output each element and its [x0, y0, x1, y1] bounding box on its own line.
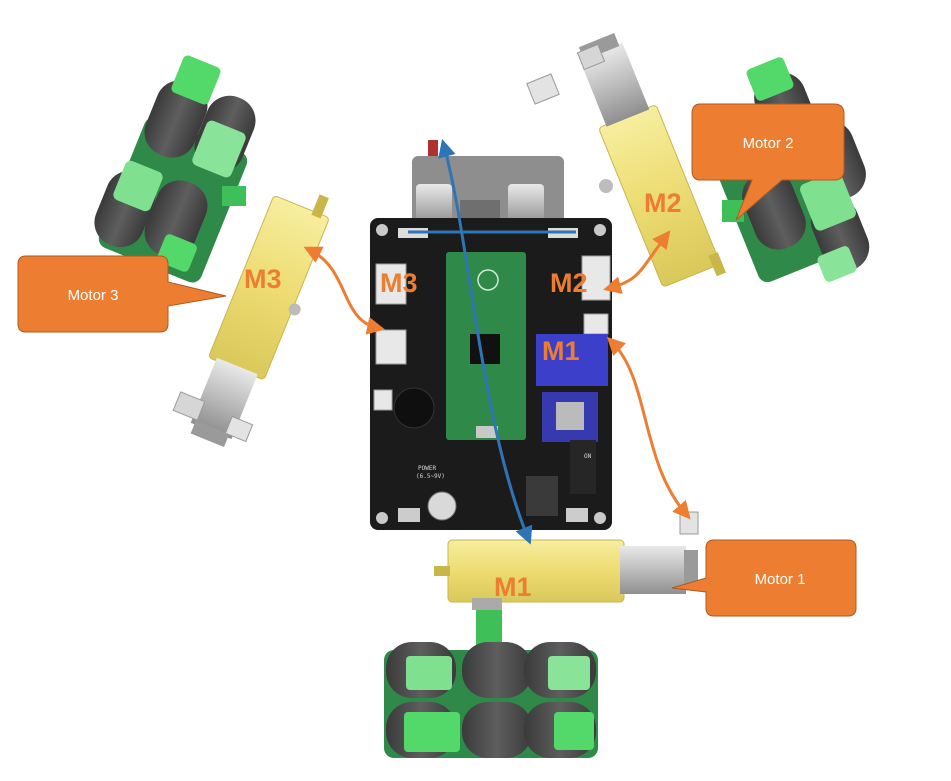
callout-motor-2-text: Motor 2 — [743, 135, 794, 152]
battery-box — [412, 140, 564, 228]
callout-motor-1-text: Motor 1 — [755, 571, 806, 588]
motor-label-m1: M1 — [494, 572, 532, 602]
port-label-m1: M1 — [542, 336, 580, 366]
board-text-on: ON — [584, 453, 592, 460]
motor-m1 — [434, 540, 698, 610]
motor-label-m2: M2 — [644, 188, 682, 218]
wire-arrow-m1 — [612, 342, 686, 514]
port-label-m3: M3 — [380, 268, 418, 298]
motor-label-m3: M3 — [244, 264, 282, 294]
wire-arrow-m3 — [310, 250, 378, 328]
omni-wheel-m3 — [87, 54, 263, 286]
board-text-power: POWER — [418, 465, 436, 472]
motor-m1-connector — [680, 512, 698, 534]
control-board: POWER (6.5~9V) ON — [370, 218, 612, 530]
board-text-power-range: (6.5~9V) — [416, 473, 445, 480]
callout-motor-3-text: Motor 3 — [68, 287, 119, 304]
callout-motor-1: Motor 1 — [672, 540, 856, 616]
port-label-m2: M2 — [550, 268, 588, 298]
omni-wheel-m1 — [384, 598, 598, 758]
